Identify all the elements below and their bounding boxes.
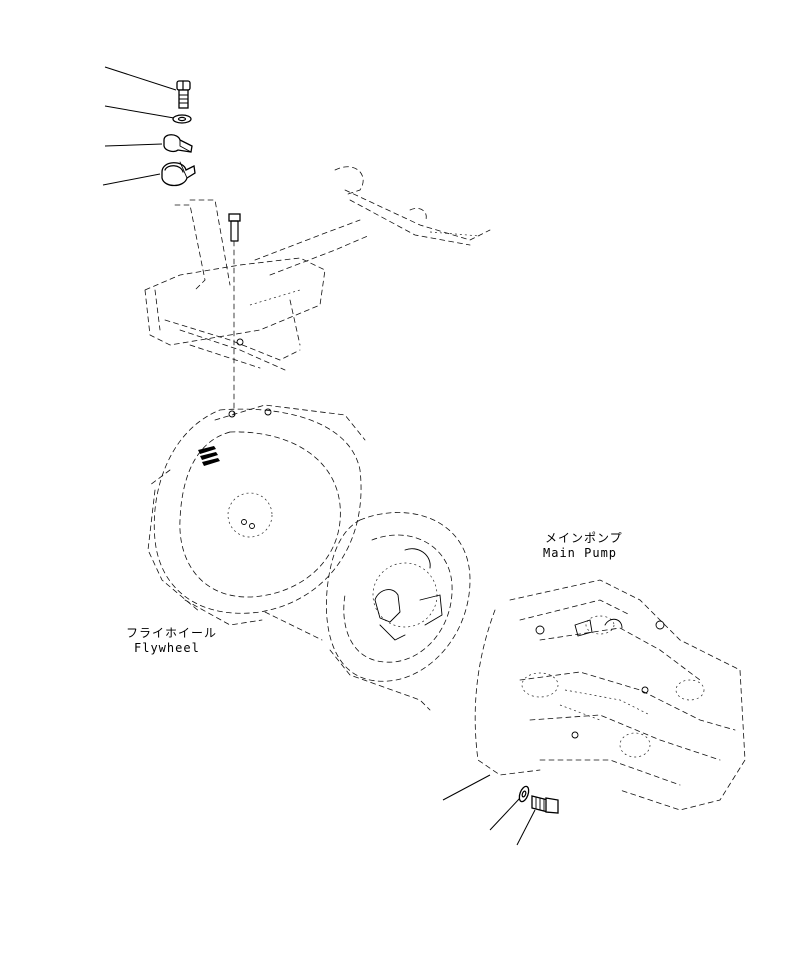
leader-lines-bottom [442, 774, 536, 846]
leader-bolt [104, 66, 177, 91]
flywheel-housing [147, 338, 366, 641]
long-bolt [228, 213, 241, 416]
leader-bolt-bottom [516, 809, 536, 846]
washer-top [172, 114, 192, 124]
flywheel-en-label: Flywheel [134, 641, 200, 655]
main-pump-jp-label: メインポンプ [545, 531, 623, 545]
flywheel-jp-label: フライホイール [126, 626, 217, 640]
clamp-upper [163, 134, 193, 153]
bolt-bottom [531, 795, 559, 814]
label-flywheel: フライホイール Flywheel [126, 626, 217, 655]
bolt-top [176, 80, 191, 109]
leader-washer-bottom [489, 797, 521, 831]
washer-bottom [518, 785, 530, 803]
ghost-bracket-block [144, 257, 326, 371]
leader-clamp-lower [102, 173, 161, 186]
clamp-lower [161, 161, 196, 187]
label-main-pump: メインポンプ Main Pump [543, 531, 623, 560]
leader-clamp-upper [104, 143, 163, 147]
main-pump-en-label: Main Pump [543, 546, 617, 560]
main-pump [474, 579, 746, 811]
leader-pump-mount [442, 774, 491, 801]
damper-disc [325, 512, 471, 711]
leader-washer [104, 105, 175, 119]
ghost-hose-assembly [174, 166, 491, 291]
leader-lines-top [102, 66, 177, 186]
